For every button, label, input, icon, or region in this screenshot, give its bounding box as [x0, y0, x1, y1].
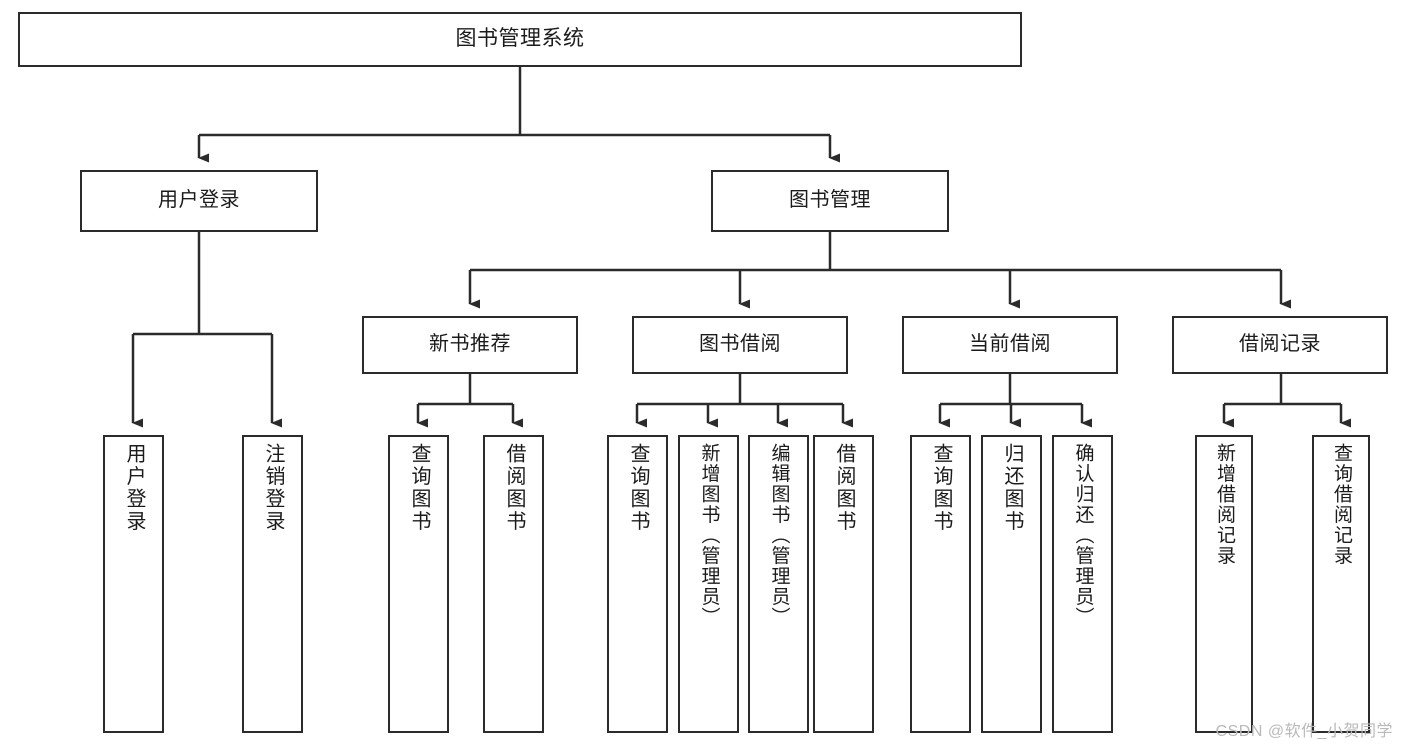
node-leaf-user-login[interactable]: 用户登录 — [103, 435, 164, 733]
node-label: 图书管理系统 — [455, 27, 585, 51]
node-label: 图书管理 — [789, 189, 871, 212]
node-leaf-query-book-recommend[interactable]: 查询图书 — [388, 435, 449, 733]
node-user-login[interactable]: 用户登录 — [80, 170, 318, 232]
node-current-borrow[interactable]: 当前借阅 — [902, 316, 1118, 374]
csdn-watermark: CSDN @软件_小贺同学 — [1215, 723, 1393, 740]
node-leaf-return-book[interactable]: 归还图书 — [981, 435, 1042, 733]
node-leaf-edit-book-admin[interactable]: 编辑图书（管理员） — [748, 435, 809, 733]
node-label: 借阅记录 — [1239, 333, 1321, 356]
node-new-book-recommend[interactable]: 新书推荐 — [362, 316, 578, 374]
node-label: 查询借阅记录 — [1330, 443, 1352, 566]
node-label: 借阅图书 — [503, 443, 525, 533]
node-label: 图书借阅 — [699, 333, 781, 356]
node-leaf-borrow-book[interactable]: 借阅图书 — [813, 435, 874, 733]
node-label: 注销登录 — [262, 443, 284, 533]
node-leaf-add-borrow-record[interactable]: 新增借阅记录 — [1195, 435, 1253, 733]
node-root-book-management-system[interactable]: 图书管理系统 — [18, 12, 1022, 67]
node-borrow-record[interactable]: 借阅记录 — [1172, 316, 1388, 374]
node-leaf-confirm-return-admin[interactable]: 确认归还（管理员） — [1052, 435, 1113, 733]
node-book-management[interactable]: 图书管理 — [711, 170, 949, 232]
node-leaf-logout[interactable]: 注销登录 — [242, 435, 303, 733]
node-label: 新增图书（管理员） — [698, 443, 720, 628]
node-label: 新增借阅记录 — [1213, 443, 1235, 566]
node-label: 借阅图书 — [833, 443, 855, 533]
node-label: 确认归还（管理员） — [1072, 443, 1094, 628]
node-book-borrow[interactable]: 图书借阅 — [632, 316, 848, 374]
node-label: 查询图书 — [408, 443, 430, 533]
node-leaf-query-borrow-record[interactable]: 查询借阅记录 — [1312, 435, 1370, 733]
node-leaf-query-book-current[interactable]: 查询图书 — [910, 435, 971, 733]
node-leaf-borrow-book-recommend[interactable]: 借阅图书 — [483, 435, 544, 733]
node-label: 用户登录 — [123, 443, 145, 533]
node-label: 新书推荐 — [429, 333, 511, 356]
node-label: 编辑图书（管理员） — [768, 443, 790, 628]
node-label: 查询图书 — [627, 443, 649, 533]
node-label: 用户登录 — [158, 189, 240, 212]
node-label: 当前借阅 — [969, 333, 1051, 356]
node-label: 查询图书 — [930, 443, 952, 533]
node-leaf-add-book-admin[interactable]: 新增图书（管理员） — [678, 435, 739, 733]
node-label: 归还图书 — [1001, 443, 1023, 533]
node-leaf-query-book-borrow[interactable]: 查询图书 — [607, 435, 668, 733]
